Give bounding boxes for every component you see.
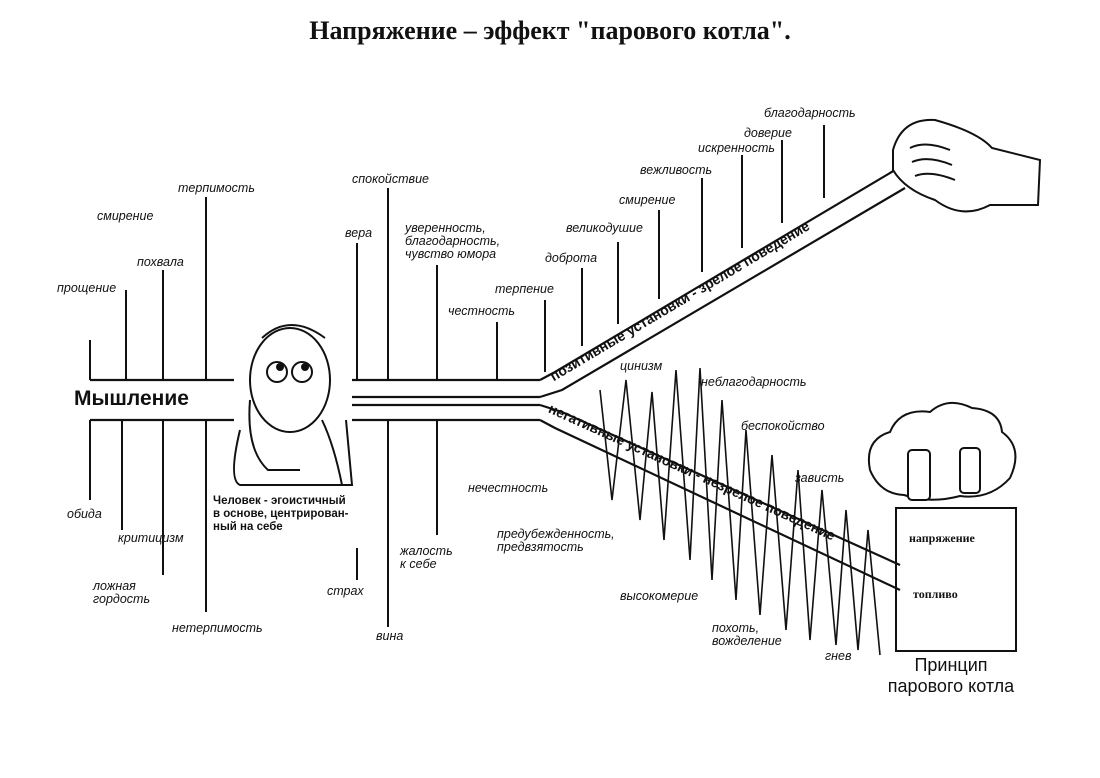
label-spokoystvie: спокойствие — [352, 172, 429, 186]
label-nechestnost: нечестность — [468, 481, 549, 495]
label-bespokoystvo: беспокойство — [741, 419, 825, 433]
label-lozhnaya-gordost: ложная гордость — [93, 579, 151, 606]
person-caption: Человек - эгоистичный в основе, центриро… — [213, 495, 349, 533]
left-branch-lines — [89, 125, 825, 627]
boiler-bottom-label: топливо — [913, 587, 958, 601]
label-vezhlivost: вежливость — [640, 163, 713, 177]
label-strakh: страх — [327, 584, 364, 598]
label-iskrennost: искренность — [698, 141, 775, 155]
label-neblagodarnost: неблагодарность — [701, 375, 807, 389]
thinking-pipe — [90, 378, 540, 422]
label-proshchenie: прощение — [57, 281, 117, 295]
fist-figure — [892, 118, 1042, 213]
label-obida: обида — [67, 507, 102, 521]
steam-boiler — [868, 401, 1017, 652]
label-vina: вина — [376, 629, 404, 643]
diagram-title: Напряжение – эффект "парового котла". — [309, 16, 791, 45]
label-pokhvala: похвала — [137, 255, 184, 269]
label-neterpimost: нетерпимость — [172, 621, 263, 635]
label-vysokomerie: высокомерие — [620, 589, 699, 603]
principle-caption: Принцип парового котла — [887, 655, 1015, 696]
negative-band — [539, 403, 901, 591]
label-krititsizm: критицизм — [118, 531, 184, 545]
positive-band — [539, 169, 906, 399]
person-figure — [233, 324, 354, 486]
tension-zigzag — [599, 367, 881, 656]
label-tsinizm: цинизм — [620, 359, 663, 373]
label-dobrota: доброта — [545, 251, 598, 265]
label-blagodarnost: благодарность — [764, 106, 856, 120]
label-terpimost: терпимость — [178, 181, 255, 195]
label-uverennost: уверенность, благодарность, чувство юмор… — [405, 221, 501, 261]
label-chestnost: честность — [448, 304, 516, 318]
label-zhalost: жалость к себе — [400, 544, 453, 571]
label-terpenie: терпение — [495, 282, 554, 296]
label-smirenie-right: смирение — [619, 193, 676, 207]
label-doverie: доверие — [744, 126, 792, 140]
label-gnev: гнев — [825, 649, 852, 663]
label-pokhot: похоть, вожделение — [712, 621, 782, 648]
label-zavist: зависть — [795, 471, 845, 485]
label-predubezhdennost: предубежденность, предвзятость — [497, 527, 615, 554]
label-smirenie-left: смирение — [97, 209, 154, 223]
label-vera: вера — [345, 226, 373, 240]
boiler-top-label: напряжение — [909, 531, 975, 545]
label-velikodushie: великодушие — [566, 221, 643, 235]
thinking-label: Мышление — [74, 387, 189, 410]
